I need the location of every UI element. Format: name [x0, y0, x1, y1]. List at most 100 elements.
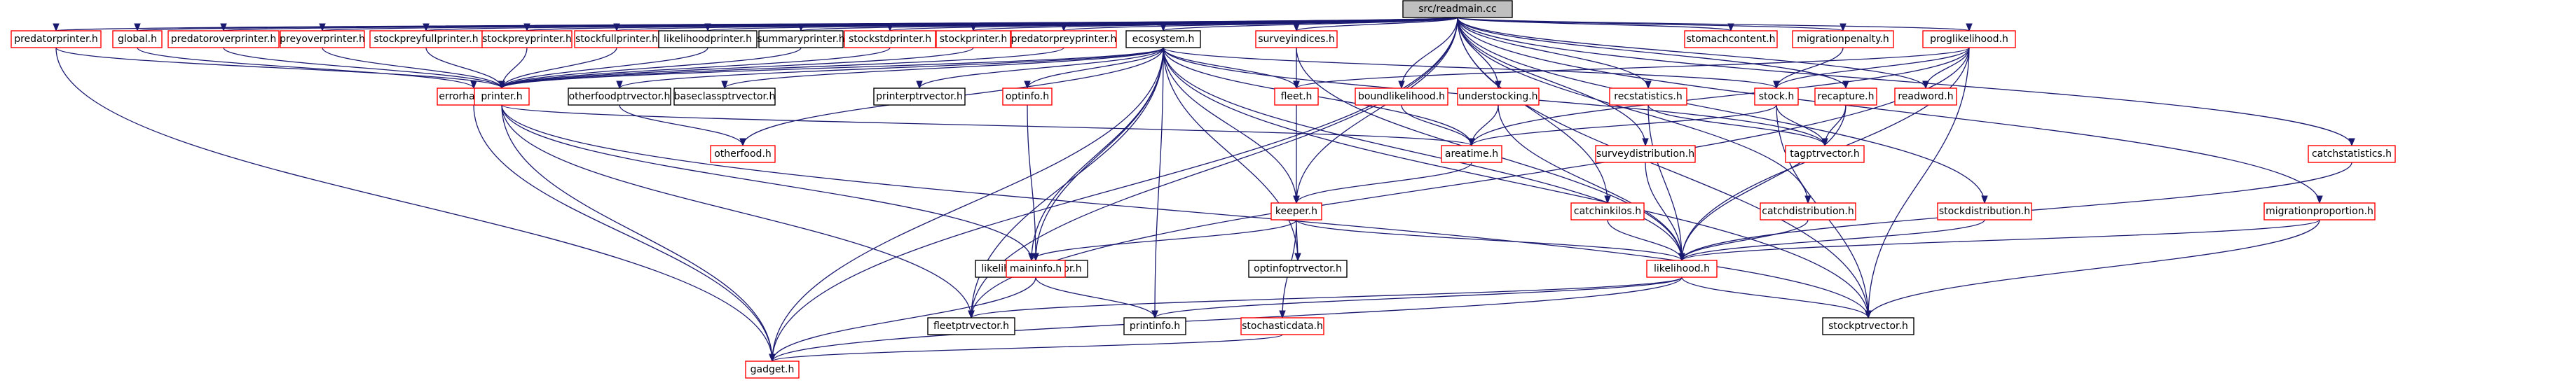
node-box — [574, 30, 659, 48]
node-stomachcontent[interactable]: stomachcontent.h — [1684, 30, 1778, 48]
node-label: catchdistribution.h — [1762, 206, 1854, 217]
node-box — [1646, 260, 1718, 278]
node-preyoverprinter[interactable]: preyoverprinter.h — [280, 30, 365, 48]
node-box — [745, 360, 800, 379]
node-stockdistribution[interactable]: stockdistribution.h — [1937, 202, 2032, 220]
edge-proglikelihood-to-fleet — [1293, 47, 1970, 90]
edge-readmain-to-catchdistribution — [1457, 17, 1811, 204]
edge-proglikelihood-to-readword — [1922, 47, 1970, 90]
node-fleetptrvector[interactable]: fleetptrvector.h — [927, 317, 1015, 335]
edge-stockdistribution-to-likelihood — [1678, 219, 1985, 262]
node-readword[interactable]: readword.h — [1894, 88, 1957, 106]
node-catchdistribution[interactable]: catchdistribution.h — [1760, 202, 1856, 220]
node-recapture[interactable]: recapture.h — [1814, 88, 1877, 106]
node-tagptrvector[interactable]: tagptrvector.h — [1785, 145, 1865, 163]
node-stockstdprinter[interactable]: stockstdprinter.h — [844, 30, 936, 48]
node-stockfullprinter[interactable]: stockfullprinter.h — [574, 30, 659, 48]
edge-ecosystem-to-optinfo — [1024, 47, 1164, 90]
node-label: stockdistribution.h — [1939, 206, 2030, 217]
node-gadget[interactable]: gadget.h — [745, 360, 800, 379]
node-areatime[interactable]: areatime.h — [1441, 145, 1502, 163]
node-box — [1937, 202, 2032, 220]
node-printer[interactable]: printer.h — [474, 88, 530, 106]
node-migrationproportion[interactable]: migrationproportion.h — [2263, 202, 2376, 220]
edge-optinfo-to-maininfo — [1027, 104, 1039, 262]
node-box — [658, 30, 758, 48]
node-catchstatistics[interactable]: catchstatistics.h — [2308, 145, 2396, 163]
node-fleet[interactable]: fleet.h — [1274, 88, 1319, 106]
node-stockptrvector[interactable]: stockptrvector.h — [1822, 317, 1914, 335]
node-label: stockpreyprinter.h — [482, 34, 572, 45]
node-understocking[interactable]: understocking.h — [1457, 88, 1540, 106]
node-label: surveydistribution.h — [1596, 148, 1694, 160]
node-stock[interactable]: stock.h — [1754, 88, 1799, 106]
node-box — [167, 30, 280, 48]
edge-understocking-to-likelihood — [1498, 104, 1685, 262]
node-keeper[interactable]: keeper.h — [1270, 202, 1322, 220]
edge-stochasticdata-to-gadget — [769, 334, 1283, 363]
node-boundlikelihood[interactable]: boundlikelihood.h — [1355, 88, 1448, 106]
edge-readmain-to-stockdistribution — [1457, 17, 1988, 204]
edge-keeper-to-likelihood — [1296, 219, 1685, 262]
node-surveyindices[interactable]: surveyindices.h — [1255, 30, 1338, 48]
node-maininfo[interactable]: maininfo.h — [1006, 260, 1066, 278]
node-stochasticdata[interactable]: stochasticdata.h — [1240, 317, 1324, 335]
edge-stockpreyfullprinter-to-printer — [425, 47, 505, 90]
node-ecosystem[interactable]: ecosystem.h — [1125, 30, 1201, 48]
node-global[interactable]: global.h — [112, 30, 163, 48]
node-label: stock.h — [1759, 91, 1794, 102]
node-label: stockstdprinter.h — [849, 34, 931, 45]
node-box — [1595, 145, 1696, 163]
node-baseclassptrvector[interactable]: baseclassptrvector.h — [673, 88, 776, 106]
node-predatoroverprinter[interactable]: predatoroverprinter.h — [167, 30, 280, 48]
node-box — [1123, 317, 1186, 335]
node-printinfo[interactable]: printinfo.h — [1123, 317, 1186, 335]
node-surveydistribution[interactable]: surveydistribution.h — [1595, 145, 1696, 163]
node-box — [1922, 30, 2016, 48]
edge-ecosystem-to-likelihoodptrvector — [1028, 47, 1164, 262]
edge-ecosystem-to-stock — [1163, 47, 1780, 90]
node-printerptrvector[interactable]: printerptrvector.h — [873, 88, 966, 106]
node-likelihoodprinter[interactable]: likelihoodprinter.h — [658, 30, 758, 48]
node-summaryprinter[interactable]: summaryprinter.h — [757, 30, 845, 48]
edge-summaryprinter-to-printer — [498, 47, 802, 90]
edge-recstatistics-to-likelihood — [1647, 104, 1685, 262]
node-proglikelihood[interactable]: proglikelihood.h — [1922, 30, 2016, 48]
node-box — [673, 88, 776, 106]
node-box — [1792, 30, 1894, 48]
node-stockpreyfullprinter[interactable]: stockpreyfullprinter.h — [369, 30, 483, 48]
node-label: optinfo.h — [1006, 91, 1049, 102]
edge-otherfoodptrvector-to-otherfood — [619, 104, 746, 147]
node-recstatistics[interactable]: recstatistics.h — [1609, 88, 1687, 106]
node-box — [1684, 30, 1778, 48]
node-otherfood[interactable]: otherfood.h — [710, 145, 776, 163]
node-label: catchstatistics.h — [2312, 148, 2392, 160]
node-box — [1274, 88, 1319, 106]
edge-ecosystem-to-baseclassptrvector — [721, 47, 1164, 90]
node-stockprinter[interactable]: stockprinter.h — [936, 30, 1011, 48]
edge-keeper-to-likelihoodptrvector — [1028, 219, 1297, 262]
node-otherfoodptrvector[interactable]: otherfoodptrvector.h — [568, 88, 671, 106]
edge-predatorprinter-to-printer — [55, 47, 505, 90]
node-box — [1402, 0, 1513, 18]
node-catchinkilos[interactable]: catchinkilos.h — [1570, 202, 1645, 220]
node-migrationpenalty[interactable]: migrationpenalty.h — [1792, 30, 1894, 48]
node-box — [1125, 30, 1201, 48]
node-optinfoptrvector[interactable]: optinfoptrvector.h — [1248, 260, 1348, 278]
edge-proglikelihood-to-stock — [1773, 47, 1970, 90]
edge-global-to-errorhandler — [137, 47, 477, 90]
node-optinfo[interactable]: optinfo.h — [1002, 88, 1053, 106]
node-label: gadget.h — [751, 364, 795, 375]
node-label: src/readmain.cc — [1418, 4, 1497, 15]
node-predatorpreyprinter[interactable]: predatorpreyprinter.h — [1010, 30, 1117, 48]
node-box — [1570, 202, 1645, 220]
edge-readmain-to-catchstatistics — [1457, 17, 2355, 147]
edge-readmain-to-recapture — [1457, 17, 1849, 90]
node-predatorprinter[interactable]: predatorprinter.h — [11, 30, 102, 48]
node-label: otherfoodptrvector.h — [569, 91, 671, 102]
node-stockpreyprinter[interactable]: stockpreyprinter.h — [481, 30, 573, 48]
node-label: stockpreyfullprinter.h — [374, 34, 478, 45]
edge-readmain-to-recstatistics — [1457, 17, 1652, 90]
node-label: proglikelihood.h — [1930, 34, 2008, 45]
node-likelihood[interactable]: likelihood.h — [1646, 260, 1718, 278]
